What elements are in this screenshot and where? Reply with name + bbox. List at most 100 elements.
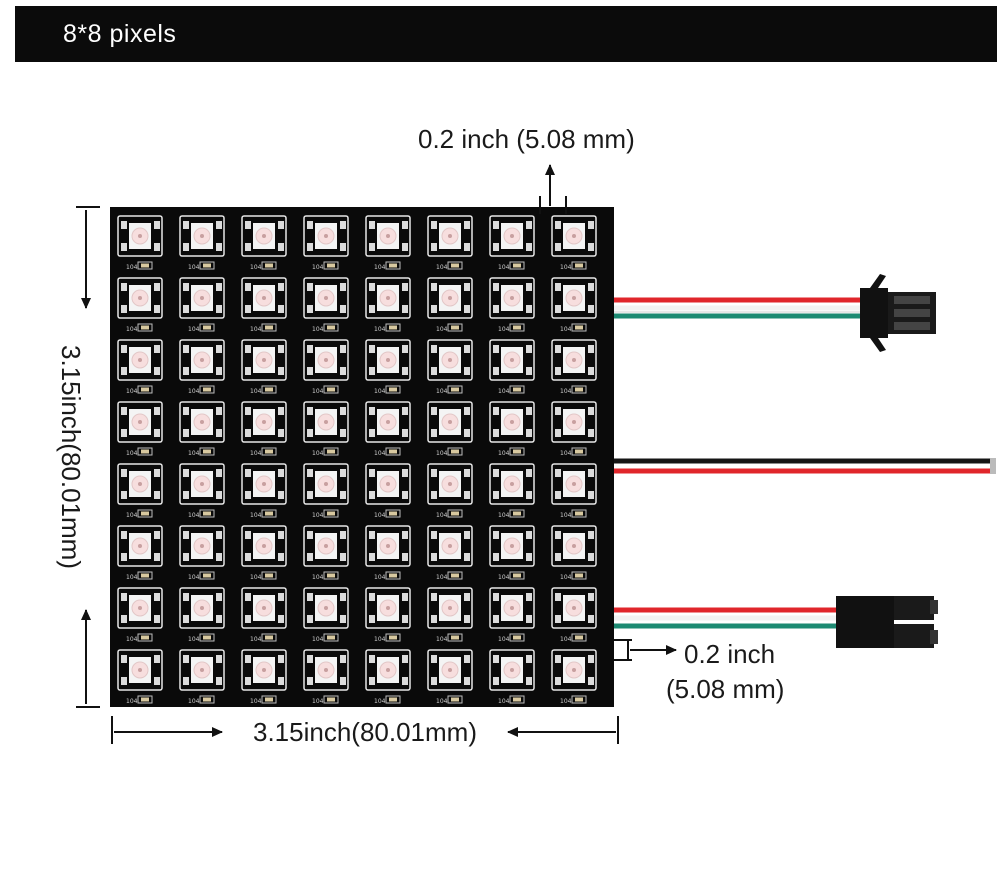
component-code: 104 <box>312 264 324 271</box>
led-cell: 104 <box>489 525 535 581</box>
top-pitch-label: 0.2 inch (5.08 mm) <box>418 124 635 154</box>
component-code: 104 <box>126 574 138 581</box>
led-grid: 104 104 104 104 104 104 104 104 104 104 104 104 104 1… <box>117 215 597 705</box>
component-code: 104 <box>560 512 572 519</box>
height-label: 3.15inch(80.01mm) <box>56 345 86 569</box>
led-cell: 104 <box>303 401 349 457</box>
component-code: 104 <box>126 264 138 271</box>
component-code: 104 <box>250 388 262 395</box>
component-code: 104 <box>188 450 200 457</box>
component-code: 104 <box>312 574 324 581</box>
component-code: 104 <box>188 512 200 519</box>
component-code: 104 <box>498 326 510 333</box>
led-cell: 104 <box>489 649 535 705</box>
led-cell: 104 <box>179 587 225 643</box>
output-wire-bundle <box>612 607 842 629</box>
component-code: 104 <box>498 574 510 581</box>
led-cell: 104 <box>179 649 225 705</box>
led-cell: 104 <box>365 649 411 705</box>
component-code: 104 <box>560 264 572 271</box>
led-cell: 104 <box>365 525 411 581</box>
bottom-pitch-label-1: 0.2 inch <box>684 639 775 669</box>
led-cell: 104 <box>179 401 225 457</box>
led-cell: 104 <box>117 215 163 271</box>
led-cell: 104 <box>241 339 287 395</box>
height-dimension <box>76 206 100 708</box>
component-code: 104 <box>560 450 572 457</box>
component-code: 104 <box>374 264 386 271</box>
led-cell: 104 <box>241 463 287 519</box>
led-cell: 104 <box>117 525 163 581</box>
component-code: 104 <box>312 388 324 395</box>
led-cell: 104 <box>303 649 349 705</box>
width-label: 3.15inch(80.01mm) <box>253 717 477 747</box>
led-cell: 104 <box>117 463 163 519</box>
led-cell: 104 <box>427 277 473 333</box>
header-bar: 8*8 pixels <box>15 6 997 62</box>
connector-output-icon <box>836 596 938 648</box>
component-code: 104 <box>498 450 510 457</box>
led-cell: 104 <box>551 587 597 643</box>
component-code: 104 <box>250 264 262 271</box>
component-code: 104 <box>126 698 138 705</box>
component-code: 104 <box>188 698 200 705</box>
component-code: 104 <box>188 574 200 581</box>
component-code: 104 <box>126 512 138 519</box>
component-code: 104 <box>126 636 138 643</box>
led-cell: 104 <box>427 587 473 643</box>
component-code: 104 <box>374 636 386 643</box>
led-cell: 104 <box>303 463 349 519</box>
component-code: 104 <box>560 388 572 395</box>
led-cell: 104 <box>303 215 349 271</box>
led-cell: 104 <box>241 525 287 581</box>
led-cell: 104 <box>427 339 473 395</box>
component-code: 104 <box>250 636 262 643</box>
component-code: 104 <box>498 636 510 643</box>
component-code: 104 <box>436 388 448 395</box>
component-code: 104 <box>436 574 448 581</box>
led-cell: 104 <box>551 339 597 395</box>
component-code: 104 <box>436 450 448 457</box>
component-code: 104 <box>560 574 572 581</box>
component-code: 104 <box>436 264 448 271</box>
led-cell: 104 <box>179 215 225 271</box>
led-cell: 104 <box>551 401 597 457</box>
led-cell: 104 <box>179 463 225 519</box>
led-cell: 104 <box>179 339 225 395</box>
component-code: 104 <box>126 450 138 457</box>
led-cell: 104 <box>365 587 411 643</box>
led-cell: 104 <box>365 277 411 333</box>
led-cell: 104 <box>427 463 473 519</box>
led-cell: 104 <box>489 587 535 643</box>
component-code: 104 <box>188 388 200 395</box>
component-code: 104 <box>250 698 262 705</box>
header-title: 8*8 pixels <box>63 20 177 48</box>
component-code: 104 <box>374 388 386 395</box>
led-cell: 104 <box>489 277 535 333</box>
led-cell: 104 <box>303 277 349 333</box>
led-cell: 104 <box>303 587 349 643</box>
component-code: 104 <box>374 698 386 705</box>
led-cell: 104 <box>365 339 411 395</box>
input-wire-bundle <box>612 297 862 319</box>
connector-input-icon <box>860 274 936 352</box>
led-cell: 104 <box>427 401 473 457</box>
component-code: 104 <box>498 512 510 519</box>
led-cell: 104 <box>303 525 349 581</box>
led-cell: 104 <box>241 277 287 333</box>
component-code: 104 <box>560 698 572 705</box>
component-code: 104 <box>312 698 324 705</box>
led-cell: 104 <box>303 339 349 395</box>
component-code: 104 <box>250 574 262 581</box>
component-code: 104 <box>498 388 510 395</box>
component-code: 104 <box>250 512 262 519</box>
led-cell: 104 <box>179 525 225 581</box>
component-code: 104 <box>188 264 200 271</box>
led-cell: 104 <box>365 401 411 457</box>
component-code: 104 <box>188 326 200 333</box>
led-cell: 104 <box>427 215 473 271</box>
component-code: 104 <box>312 512 324 519</box>
led-cell: 104 <box>551 525 597 581</box>
led-cell: 104 <box>117 649 163 705</box>
